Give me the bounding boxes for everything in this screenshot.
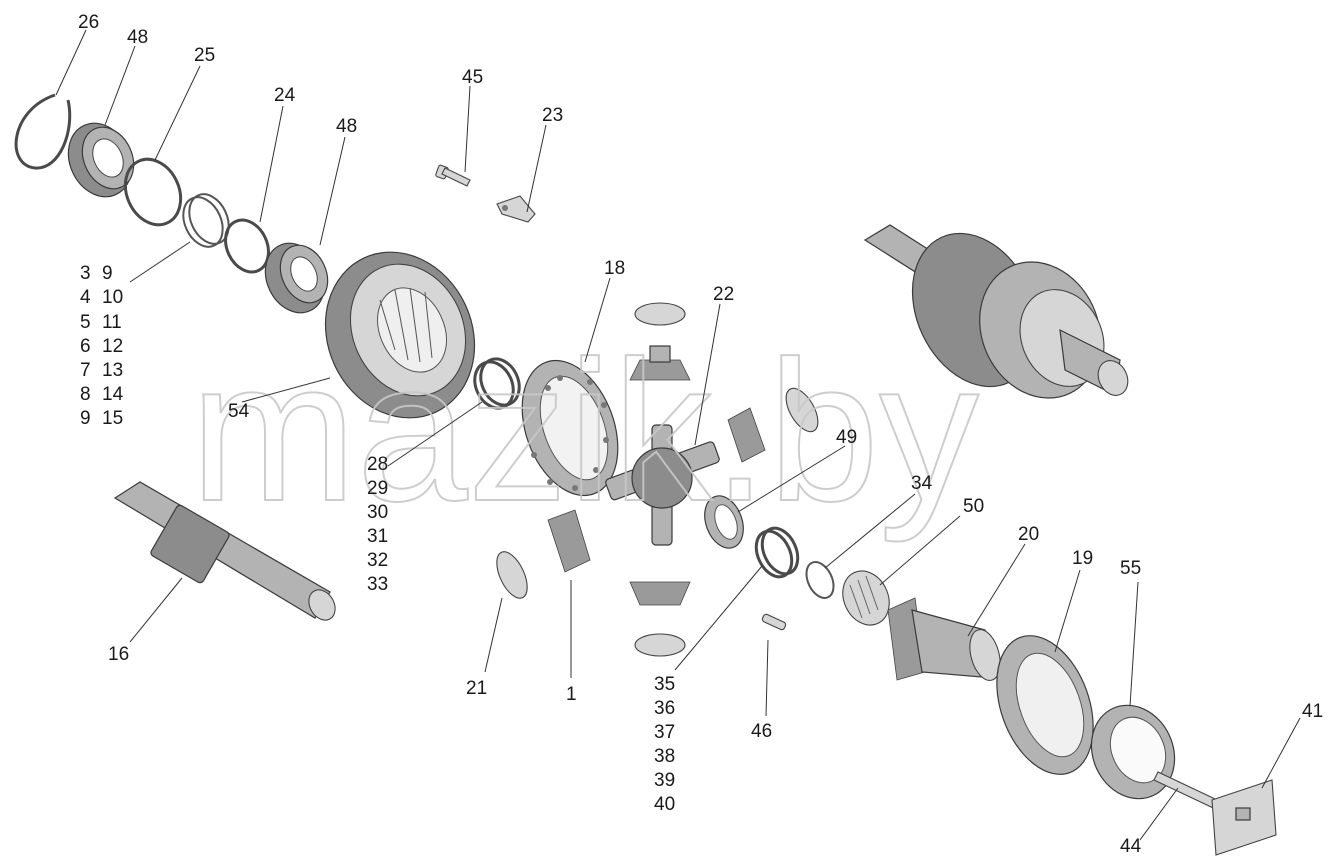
callout-20: 20 [1018, 524, 1039, 545]
group-right-1: 10 [102, 287, 123, 308]
group-left-4: 7 [80, 360, 91, 381]
group-left-5: 8 [80, 384, 91, 405]
group-28-33-5: 33 [367, 574, 388, 595]
group-left-3: 6 [80, 336, 91, 357]
part-46-pin [761, 613, 787, 631]
part-18-differential-cup [521, 359, 619, 497]
callout-54: 54 [228, 401, 250, 422]
part-45-bolt [435, 164, 471, 187]
group-right-3: 12 [102, 336, 123, 357]
part-35-40-rings [754, 526, 800, 579]
group-35-40-1: 36 [654, 698, 675, 719]
part-washer-bottom [634, 633, 686, 657]
callout-group-3-15: 3 4 5 6 7 8 9 9 10 11 12 13 14 15 [80, 263, 124, 429]
callout-55: 55 [1120, 558, 1141, 579]
callout-23: 23 [542, 105, 563, 126]
watermark: mazik.by [190, 320, 979, 543]
callout-18: 18 [604, 258, 625, 279]
leader-lines [55, 29, 1301, 841]
group-35-40-5: 40 [654, 794, 675, 815]
group-28-33-4: 32 [367, 550, 388, 571]
group-35-40-0: 35 [654, 674, 675, 695]
part-shims [182, 193, 230, 248]
callout-group-35-40: 35 36 37 38 39 40 [654, 674, 675, 815]
group-28-33-2: 30 [367, 502, 388, 523]
group-28-33-0: 28 [367, 454, 388, 475]
part-23-lock-plate [496, 195, 536, 223]
group-right-2: 11 [102, 312, 122, 333]
part-washer-right [785, 387, 819, 433]
part-55-bearing [1090, 704, 1176, 800]
group-right-5: 14 [102, 384, 124, 405]
callout-1: 1 [566, 684, 577, 705]
part-50-needle-bearing [842, 570, 890, 626]
part-pinion-bottom [629, 581, 691, 606]
group-right-0: 9 [102, 263, 113, 284]
part-49-ring [704, 495, 744, 549]
group-right-6: 15 [102, 408, 123, 429]
callout-24: 24 [274, 85, 296, 106]
part-48-bearing-left [67, 122, 135, 198]
callout-48-left: 48 [127, 27, 148, 48]
group-28-33-3: 31 [367, 526, 388, 547]
group-left-2: 5 [80, 312, 91, 333]
callout-50: 50 [963, 496, 984, 517]
part-48-bearing-right [264, 242, 329, 314]
part-28-33-rings [473, 357, 521, 410]
part-pinion-right [727, 407, 766, 463]
callout-26: 26 [78, 12, 99, 33]
group-right-4: 13 [102, 360, 123, 381]
part-pinion-top [629, 345, 691, 381]
part-21-washer [496, 551, 528, 599]
assembled-differential [863, 224, 1129, 399]
callout-46: 46 [751, 721, 772, 742]
callout-45: 45 [462, 67, 483, 88]
callout-34: 34 [911, 473, 933, 494]
part-1-pinion [547, 509, 591, 573]
group-35-40-4: 39 [654, 770, 675, 791]
group-28-33-1: 29 [367, 478, 388, 499]
part-22-spider-cross [605, 424, 720, 546]
part-34-ring [805, 561, 835, 599]
part-26-snap-ring [14, 93, 72, 170]
part-54-crown-gear [324, 251, 476, 419]
part-20-drive-pinion [887, 597, 1001, 681]
part-24-ring [224, 218, 270, 274]
group-35-40-3: 38 [654, 746, 675, 767]
group-left-6: 9 [80, 408, 91, 429]
group-35-40-2: 37 [654, 722, 675, 743]
callouts: 26 48 25 24 48 45 23 18 22 49 54 34 50 2… [78, 12, 1323, 857]
callout-49: 49 [836, 427, 857, 448]
part-washer-top [634, 302, 686, 326]
callout-22: 22 [713, 284, 734, 305]
part-25-ring [123, 157, 183, 227]
part-19-cup [996, 635, 1094, 775]
callout-48-right: 48 [336, 116, 357, 137]
callout-16: 16 [108, 644, 129, 665]
callout-19: 19 [1072, 548, 1093, 569]
part-16-splined-shaft [113, 481, 336, 621]
callout-21: 21 [466, 678, 487, 699]
callout-44: 44 [1120, 836, 1142, 857]
callout-41: 41 [1302, 701, 1323, 722]
callout-group-28-33: 28 29 30 31 32 33 [367, 454, 388, 595]
group-left-1: 4 [80, 287, 91, 308]
part-41-plate [1211, 779, 1277, 856]
group-left-0: 3 [80, 263, 91, 284]
callout-25: 25 [194, 45, 215, 66]
